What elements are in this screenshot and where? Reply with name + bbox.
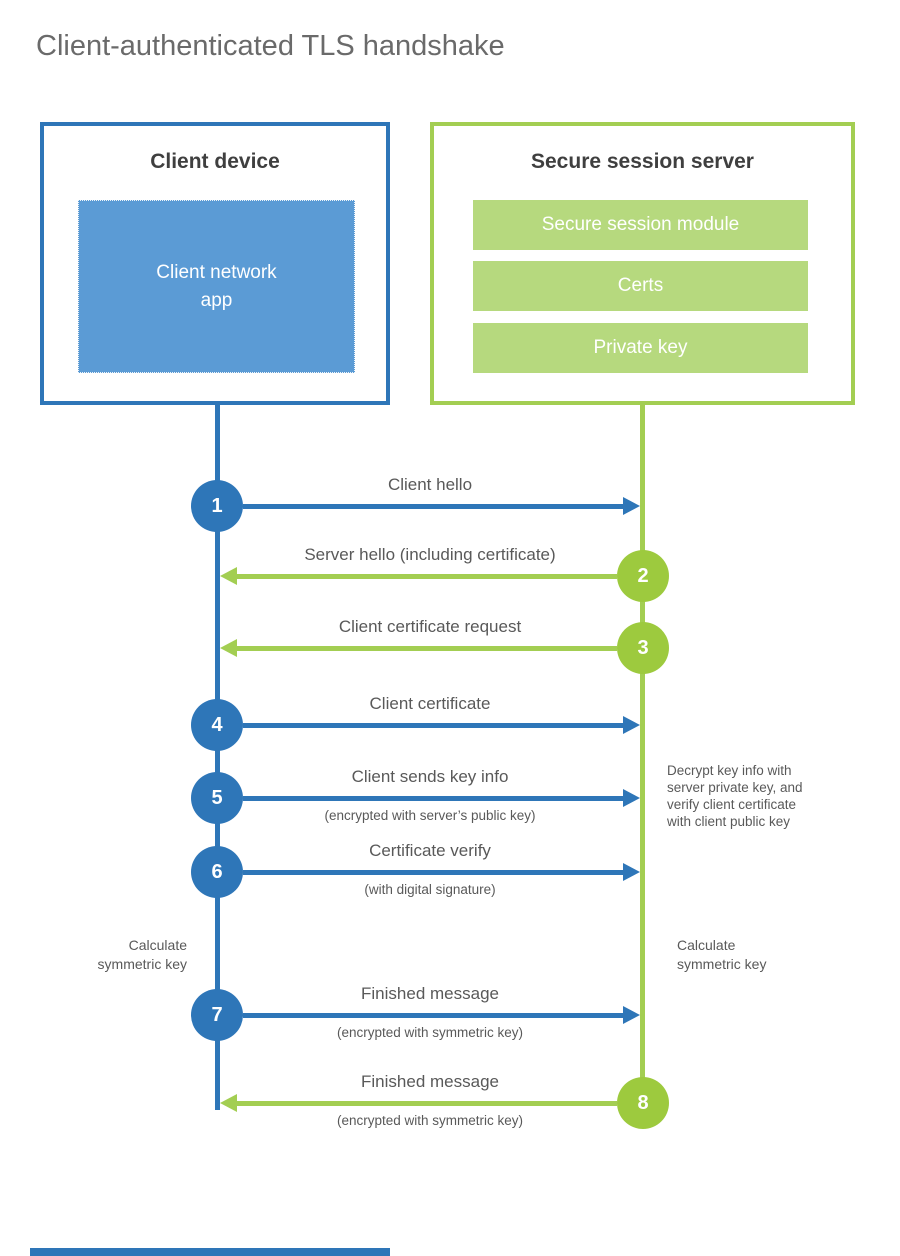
- arrowhead-right-icon: [623, 863, 640, 881]
- message-arrow-line: [236, 574, 617, 579]
- step-circle-8: 8: [617, 1077, 669, 1129]
- calculate-symmetric-key-right: Calculate symmetric key: [677, 937, 767, 972]
- message-label-text: Client sends key info: [351, 767, 509, 786]
- step-circle-7-text: 7: [211, 1003, 223, 1026]
- message-label-text: Certificate verify: [369, 841, 491, 860]
- client-device-title: Client device: [150, 150, 280, 173]
- step-circle-4: 4: [191, 699, 243, 751]
- message-label: Client certificate: [220, 692, 640, 715]
- server-module-bar: Private key: [473, 323, 808, 373]
- step-circle-3: 3: [617, 622, 669, 674]
- message-label: Client certificate request: [220, 615, 640, 638]
- cutoff-box-border: [30, 1248, 390, 1256]
- server-module-bar: Secure session module: [473, 200, 808, 250]
- server-module-bar-text: Certs: [617, 275, 664, 296]
- step-circle-6: 6: [191, 846, 243, 898]
- message-label-text: Server hello (including certificate): [304, 545, 556, 564]
- message-label-text: Client certificate request: [338, 617, 522, 636]
- message-label: Client sends key info: [220, 765, 640, 788]
- message-label: Finished message: [220, 982, 640, 1005]
- message-sublabel: (encrypted with server’s public key): [220, 808, 640, 823]
- server-title: Secure session server: [531, 150, 754, 173]
- decrypt-key-note: Decrypt key info with server private key…: [667, 763, 803, 829]
- message-sublabel-text: (encrypted with symmetric key): [336, 1113, 524, 1128]
- step-circle-6-text: 6: [211, 860, 223, 883]
- message-arrow-line: [243, 1013, 625, 1018]
- message-arrow-line: [243, 504, 625, 509]
- step-circle-1: 1: [191, 480, 243, 532]
- arrowhead-left-icon: [220, 1094, 237, 1112]
- client-network-app-label: Client network app: [156, 261, 277, 311]
- message-arrow-line: [243, 796, 625, 801]
- server-module-bar: Certs: [473, 261, 808, 311]
- client-lifeline: [215, 403, 220, 1110]
- message-label: Server hello (including certificate): [220, 543, 640, 566]
- arrowhead-right-icon: [623, 789, 640, 807]
- message-sublabel-text: (with digital signature): [364, 882, 496, 897]
- step-circle-7: 7: [191, 989, 243, 1041]
- message-arrow-line: [236, 1101, 617, 1106]
- arrowhead-left-icon: [220, 567, 237, 585]
- message-arrow-line: [236, 646, 617, 651]
- server-lifeline: [640, 403, 645, 1103]
- server-module-bar-text: Private key: [593, 337, 688, 358]
- step-circle-8-text: 8: [637, 1091, 649, 1114]
- server-module-bar-text: Secure session module: [541, 214, 740, 235]
- step-circle-1-text: 1: [211, 494, 223, 517]
- message-label-text: Finished message: [361, 1072, 499, 1091]
- arrowhead-left-icon: [220, 639, 237, 657]
- step-circle-3-text: 3: [637, 636, 649, 659]
- step-circle-4-text: 4: [211, 713, 223, 736]
- message-label: Finished message: [220, 1070, 640, 1093]
- message-label-text: Client hello: [387, 475, 473, 494]
- arrowhead-right-icon: [623, 497, 640, 515]
- message-sublabel: (encrypted with symmetric key): [220, 1025, 640, 1040]
- message-sublabel-text: (encrypted with symmetric key): [336, 1025, 524, 1040]
- step-circle-5-text: 5: [211, 786, 223, 809]
- arrowhead-right-icon: [623, 1006, 640, 1024]
- message-sublabel: (with digital signature): [220, 882, 640, 897]
- message-label-text: Finished message: [361, 984, 499, 1003]
- diagram-title: Client-authenticated TLS handshake: [36, 30, 505, 62]
- arrowhead-right-icon: [623, 716, 640, 734]
- message-sublabel: (encrypted with symmetric key): [220, 1113, 640, 1128]
- step-circle-2: 2: [617, 550, 669, 602]
- message-label: Certificate verify: [220, 839, 640, 862]
- step-circle-2-text: 2: [637, 564, 649, 587]
- step-circle-5: 5: [191, 772, 243, 824]
- message-arrow-line: [243, 870, 625, 875]
- message-label-text: Client certificate: [369, 694, 491, 713]
- client-network-app-box: Client network app: [78, 200, 355, 373]
- message-sublabel-text: (encrypted with server’s public key): [324, 808, 536, 823]
- calculate-symmetric-key-left: Calculate symmetric key: [97, 937, 187, 972]
- message-arrow-line: [243, 723, 625, 728]
- message-label: Client hello: [220, 473, 640, 496]
